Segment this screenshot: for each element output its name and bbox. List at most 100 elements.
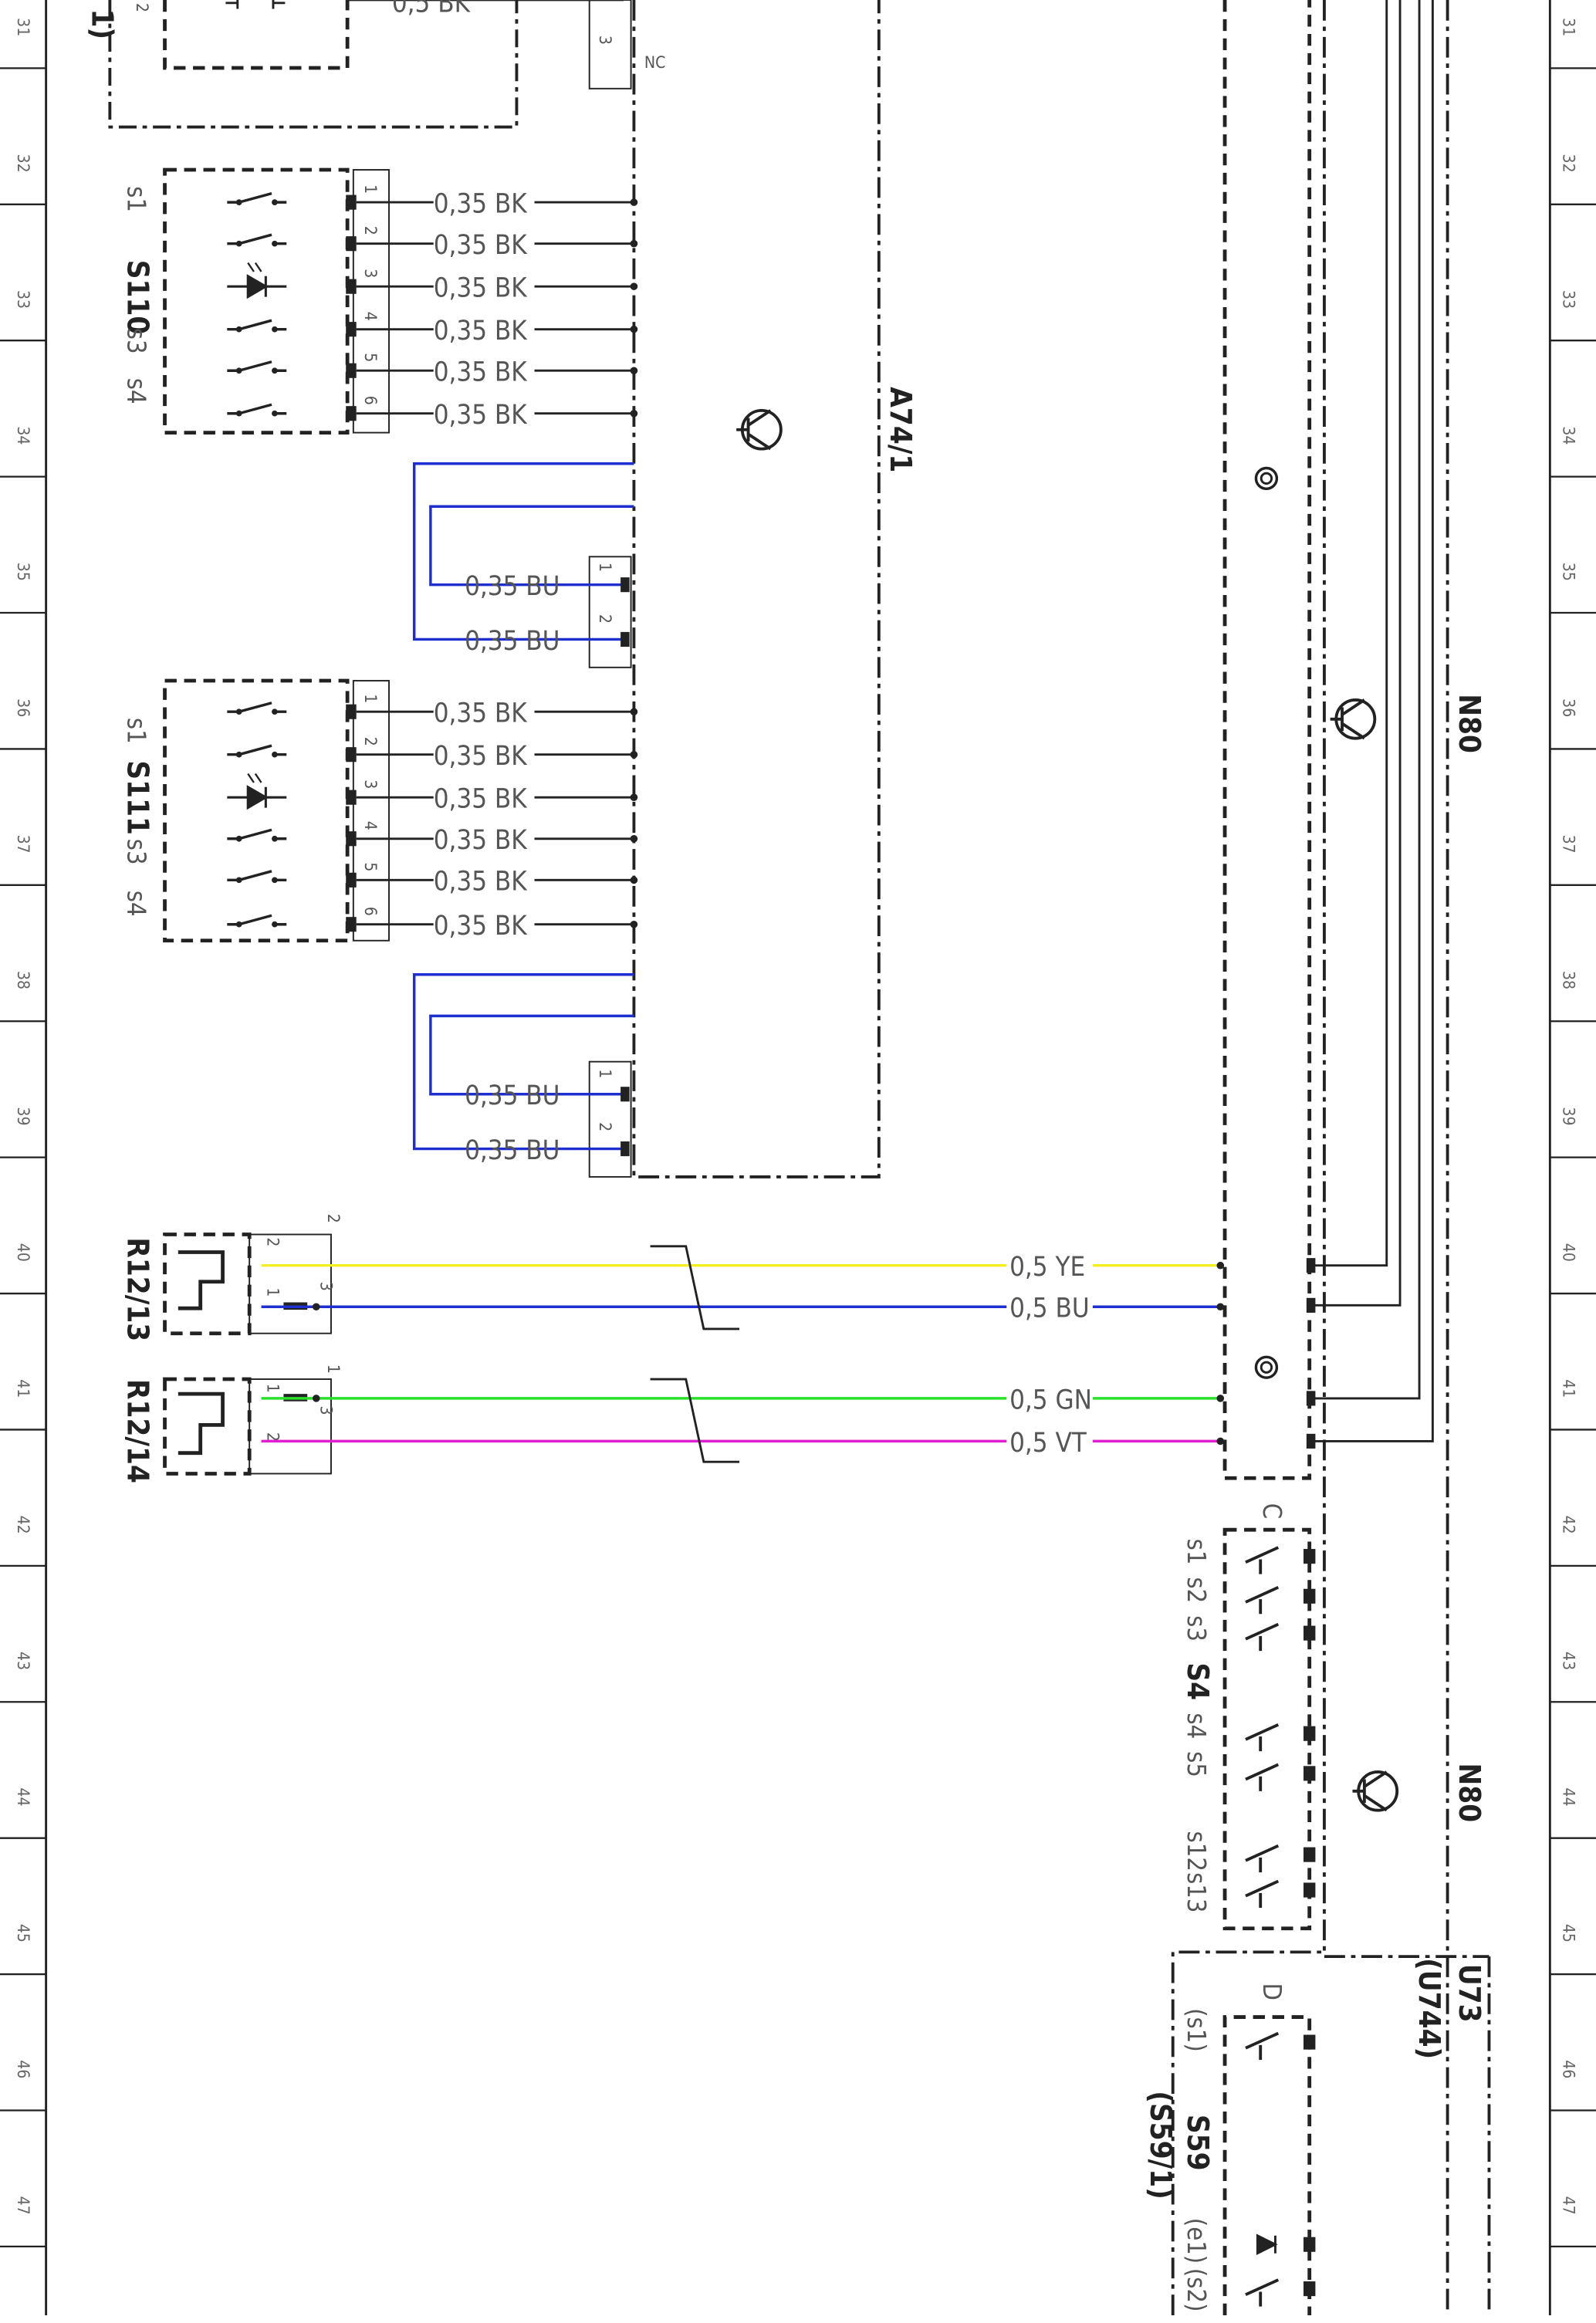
pin-terminal xyxy=(346,236,357,252)
pin-terminal xyxy=(346,322,357,337)
s4-switch-icon xyxy=(1245,1879,1280,1908)
label-s4: S4 xyxy=(1180,1662,1215,1700)
s4-contact-label: s3 xyxy=(1182,1615,1211,1642)
s111-wires: 0,35 BK0,35 BK0,35 BK0,35 BK0,35 BK0,35 … xyxy=(356,698,638,942)
grid-row-number-left: 42 xyxy=(14,1516,33,1534)
grid-row-number-left: 32 xyxy=(14,154,33,173)
s111-label-s4: s4 xyxy=(121,891,150,917)
s4-switch-icon xyxy=(1245,1546,1280,1574)
grid-row-number-right: 45 xyxy=(1560,1924,1579,1943)
nc-label: NC xyxy=(644,52,666,72)
signal-wires: 0,5 YE 0,5 BU 0,5 GN 0,5 VT xyxy=(261,1245,1225,1463)
switch-contact-icon xyxy=(227,360,287,374)
pin-number: 2 xyxy=(361,226,380,235)
top-partial-pin-label: 2 xyxy=(133,3,152,12)
wire-label: 0,35 BK xyxy=(434,400,529,431)
switch-contact-icon xyxy=(227,828,287,842)
s59-switch-icon xyxy=(1245,2031,1280,2061)
s110-switch-glyphs xyxy=(227,191,287,417)
s4-switches xyxy=(1245,1546,1316,1908)
grid-row-number-left: 33 xyxy=(14,290,33,309)
junction-dot xyxy=(630,325,638,333)
switch-contact-icon xyxy=(227,233,287,247)
blue-loop-a: 0,35 BU 0,35 BU 1 2 xyxy=(412,462,634,668)
wire-label-bu: 0,5 BU xyxy=(1009,1293,1090,1324)
s4-contact-label: s12 xyxy=(1182,1831,1211,1871)
grid-row-number-left: 41 xyxy=(14,1379,33,1398)
module-n80: N80 N80 U73 (U744) xyxy=(1222,0,1491,2316)
pin-terminal xyxy=(346,747,357,762)
wire-label: 0,35 BK xyxy=(434,784,529,815)
switch-contact-icon xyxy=(227,403,287,417)
wire-label: 0,35 BK xyxy=(434,189,529,220)
s4-contact-label: s5 xyxy=(1182,1751,1211,1777)
r12-14-pin-c: 2 xyxy=(263,1432,282,1442)
r12-14-pin-a: 1 xyxy=(263,1384,282,1393)
s59-label-e1: (e1) xyxy=(1182,2218,1211,2264)
label-n80-bottom: N80 xyxy=(1452,1763,1486,1822)
pin-number: 5 xyxy=(361,353,380,362)
label-s110: S110 xyxy=(120,260,154,335)
bu-b-pin-1: 1 xyxy=(596,1069,615,1078)
grid-row-number-left: 46 xyxy=(14,2060,33,2078)
grid-row-number-left: 35 xyxy=(14,563,33,581)
bu-a-label-2: 0,35 BU xyxy=(465,626,560,657)
junction-dot xyxy=(630,239,638,248)
transistor-icon xyxy=(1330,698,1377,740)
pin-terminal xyxy=(346,790,357,805)
r12-14-pin-b: 3 xyxy=(317,1405,336,1415)
spiral-icon xyxy=(1254,466,1279,491)
s59-glyphs xyxy=(1245,2031,1316,2307)
grid-row-number-left: 47 xyxy=(14,2196,33,2215)
junction-dot xyxy=(630,708,638,715)
switch-contact-icon xyxy=(227,702,287,715)
s111-switch-glyphs xyxy=(227,702,287,928)
r12-14-outer-pin: 1 xyxy=(324,1364,343,1374)
junction-dot xyxy=(630,198,638,206)
wire-label: 0,35 BK xyxy=(434,357,529,388)
wire-label: 0,35 BK xyxy=(434,825,529,856)
pin-number: 2 xyxy=(361,737,380,746)
junction-dot xyxy=(630,282,638,290)
grid-row-number-right: 33 xyxy=(1560,290,1579,309)
grid-ticks xyxy=(0,67,1596,2248)
s4-switch-icon xyxy=(1245,1586,1280,1615)
grid-row-number-right: 36 xyxy=(1560,698,1579,717)
bu-a-pin-1: 1 xyxy=(596,563,615,572)
pin-number: 5 xyxy=(361,862,380,871)
pin-terminal xyxy=(346,704,357,719)
bu-a-pin-2: 2 xyxy=(596,614,615,624)
pin-terminal xyxy=(346,279,357,294)
junction-dot xyxy=(630,793,638,801)
s4-switch-icon xyxy=(1245,1622,1280,1652)
grid-row-number-right: 41 xyxy=(1560,1379,1579,1398)
grid-row-number-left: 43 xyxy=(14,1652,33,1670)
bu-b-pin-2: 2 xyxy=(596,1122,615,1131)
pin-number: 3 xyxy=(361,269,380,278)
switch-group-s59: D S59 (S59/1) (s1) (e1) (s2) xyxy=(1143,1950,1324,2316)
pin-number: 4 xyxy=(361,821,380,830)
sensor-r12-13: R12/13 2 2 1 3 xyxy=(120,1214,343,1341)
junction-dot xyxy=(630,876,638,884)
wire-label: 0,35 BK xyxy=(434,273,529,304)
transistor-icon xyxy=(736,408,783,451)
wire-label: 0,35 BK xyxy=(434,230,529,261)
pin-terminal xyxy=(346,194,357,210)
r12-13-pin-c: 3 xyxy=(317,1282,336,1291)
pin-number: 6 xyxy=(361,907,380,916)
label-u744: (U744) xyxy=(1412,1958,1446,2059)
label-s59-1: (S59/1) xyxy=(1143,2091,1178,2200)
grid-row-number-right: 38 xyxy=(1560,971,1579,989)
switch-contact-icon xyxy=(227,744,287,758)
top-partial-component: 1) 2 0,5 BK 3 NC xyxy=(84,0,666,129)
s59-switch-icon xyxy=(1245,2278,1280,2307)
grid-row-number-left: 39 xyxy=(14,1107,33,1125)
junction-dot xyxy=(630,834,638,843)
led-icon xyxy=(1256,2233,1278,2256)
s4-contact-label: s13 xyxy=(1182,1872,1211,1912)
